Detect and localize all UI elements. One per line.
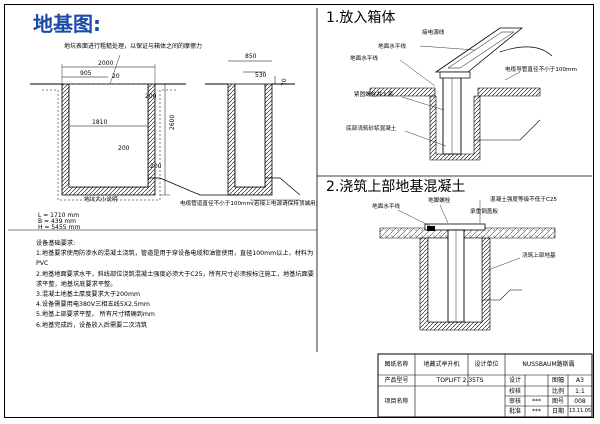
requirements-block: 设备基础要求: 1.地基要求使用防渗水的混凝土浇筑，管道是用于穿设备电缆和油管使…	[36, 239, 326, 331]
requirement-item: 6.地基完成后，设备放入后需要二次浇筑	[36, 321, 148, 329]
requirements-heading: 设备基础要求:	[36, 240, 76, 247]
tb-product-model: TOPLIFT 2.35TS	[436, 377, 484, 384]
label-cover: 承重钢盖板	[470, 209, 498, 215]
left-pit-section	[30, 54, 240, 201]
tb-date-val: 13.11.05	[568, 408, 592, 414]
label-pour: 浇筑上部地基	[522, 253, 556, 259]
pouring-diagram	[379, 200, 556, 331]
requirement-item: 2.地基地面要求水平，斜线部位浇筑混凝土强度必须大于C25，所有尺寸必须按标注施…	[36, 270, 314, 278]
dim-20: 20	[112, 73, 120, 80]
dim-200c: 200	[150, 163, 162, 170]
label-bolt: 地脚螺栓	[428, 198, 451, 204]
requirement-item: PVC	[36, 260, 49, 268]
insertion-diagram	[369, 27, 553, 161]
requirement-item: 求平整，地基坑底要求平整。	[36, 280, 117, 288]
requirement-item: 5.地基上部要求平整， 所有尺寸精确到mm	[36, 311, 155, 319]
dim-850: 850	[245, 53, 257, 60]
dim-905: 905	[80, 70, 92, 77]
page-title: 地基图:	[33, 12, 101, 36]
label-level3: 地面水平线	[372, 204, 400, 210]
tb-scale-label: 比例	[551, 388, 564, 395]
tb-design-unit: NUSSBAUM路斯霸	[522, 361, 575, 368]
dim-200b: 200	[118, 145, 130, 152]
tb-audit-label: 审核	[508, 398, 521, 405]
requirement-item: 1.地基要求使用防渗水的混凝土浇筑，管道是用于穿设备电缆和油管使用，直径100m…	[36, 250, 314, 258]
drawing-frame	[4, 4, 594, 418]
middle-pit-section	[205, 60, 301, 201]
dim-L: L = 1710 mm	[38, 212, 80, 219]
label-cable: 紧固螺栓井上紧	[354, 92, 394, 98]
tb-size-label: 图幅	[551, 377, 564, 384]
dim-2600: 2600	[169, 114, 176, 130]
tb-design-label: 设计	[508, 377, 521, 384]
dim-H: H = 5455 mm	[38, 224, 81, 231]
tb-drawing-name-label: 图纸名称	[384, 361, 409, 368]
dim-200a: 200	[145, 93, 157, 100]
dim-B: B = 439 mm	[38, 218, 77, 225]
tb-approve-label: 批准	[508, 408, 521, 415]
dim-530: 530	[255, 72, 267, 79]
top-note: 地坑表面进行粗糙处理，以保证与箱体之间的摩擦力	[64, 43, 203, 50]
label-level: 地面水平线	[378, 44, 406, 50]
tb-approve-val: ***	[532, 408, 541, 415]
tb-drawing-no-label: 图号	[551, 398, 564, 405]
tb-drawing-no-val: 008	[574, 398, 586, 405]
tb-check-label: 校核	[508, 388, 521, 395]
pipe-label-left: 电缆管道直径不小于100mm(若接上电源请保持顶端用)	[180, 201, 318, 207]
dim-1810: 1810	[92, 119, 108, 126]
section1-title: 1.放入箱体	[326, 10, 396, 26]
label-pipe-right: 电缆导管直径不小于100mm	[505, 67, 577, 73]
requirement-item: 4.设备需要用电380V三相五线5X2.5mm	[36, 301, 150, 309]
label-pipe-top: 接电源线	[422, 30, 445, 36]
tb-project-name-label: 项目名称	[384, 398, 409, 405]
dim-70: 70	[281, 78, 288, 86]
title-block-grid	[377, 353, 593, 418]
tb-size-val: A3	[576, 377, 584, 384]
tb-design-unit-label: 设计单位	[474, 361, 499, 368]
label-grade: 混凝土强度等级不低于C25	[490, 197, 557, 203]
tb-scale-val: 1:1	[575, 388, 585, 395]
pit-label: 地坑大小说明	[84, 197, 118, 203]
section2-title: 2.浇筑上部地基混凝土	[326, 179, 466, 195]
requirement-item: 3.混凝土地基土厚度要求大于200mm	[36, 291, 141, 299]
dim-2000: 2000	[98, 60, 114, 67]
tb-date-label: 日期	[551, 408, 564, 415]
label-base: 底部浇筑砂浆混凝土	[346, 126, 397, 132]
tb-drawing-name: 地藏式举升机	[423, 361, 460, 368]
label-level2: 地面水平线	[350, 56, 378, 62]
tb-product-model-label: 产品型号	[384, 377, 409, 384]
tb-audit-val: ***	[532, 398, 541, 405]
